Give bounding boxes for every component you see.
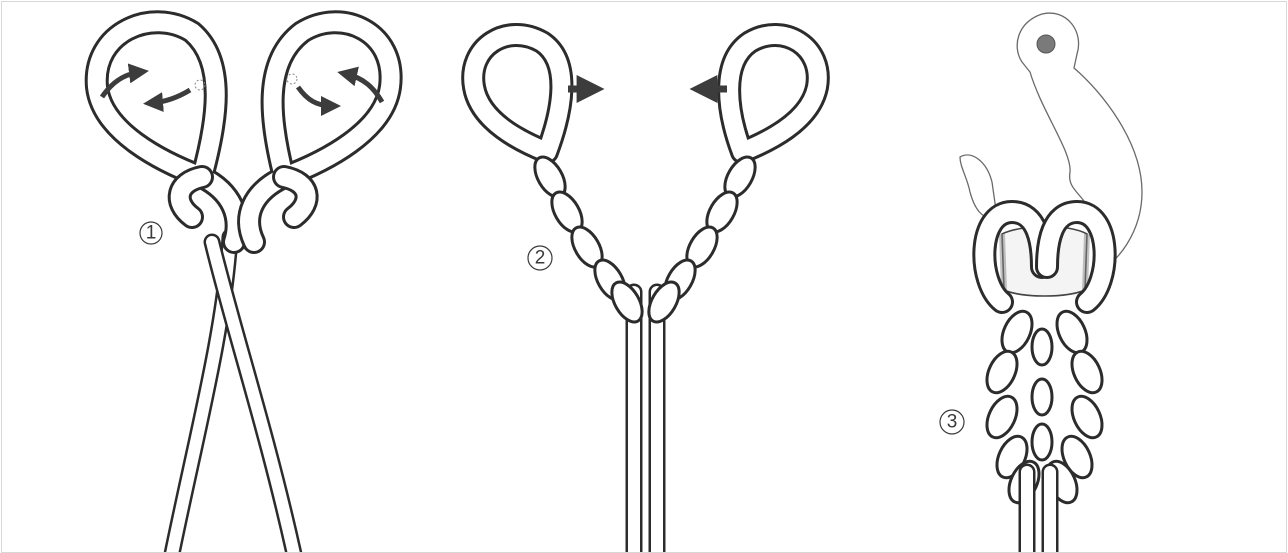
twisted-strand-right-2 <box>643 152 762 327</box>
step-1-label: 1 <box>140 222 162 244</box>
step-1-figure: 1 <box>97 22 391 552</box>
rope-loop-left-1 <box>97 22 237 242</box>
step-2-label: 2 <box>528 246 552 270</box>
svg-text:3: 3 <box>947 412 958 433</box>
twisted-strand-left-2 <box>529 152 649 327</box>
rope-twist-segment <box>1032 329 1052 365</box>
step-3-figure: 3 <box>940 13 1142 552</box>
rope-twist-segment <box>1051 307 1093 358</box>
rope-twist-segment <box>1032 379 1052 415</box>
rope-leg-right-1 <box>212 242 294 552</box>
arrow-curved-icon <box>346 74 382 102</box>
rope-twist-segment <box>1032 424 1052 460</box>
svg-text:2: 2 <box>535 248 546 269</box>
rope-legs-2 <box>634 292 657 552</box>
rope-loop-right-2 <box>729 35 818 152</box>
svg-text:1: 1 <box>146 223 157 244</box>
pivot-marker-right <box>287 74 297 84</box>
arrow-curved-icon <box>298 87 332 106</box>
step-2-figure: 2 <box>473 35 818 552</box>
rope-twist-segment <box>1066 347 1108 398</box>
rope-twist-segment <box>981 347 1023 398</box>
rope-loop-right-1 <box>249 22 391 242</box>
rope-loop-left-2 <box>473 35 561 152</box>
arrow-curved-icon <box>152 90 190 103</box>
step-3-label: 3 <box>940 410 964 434</box>
